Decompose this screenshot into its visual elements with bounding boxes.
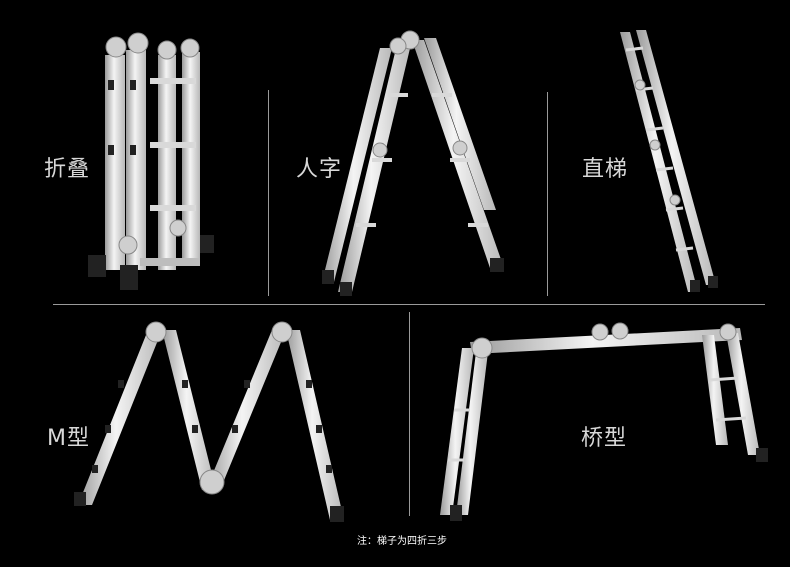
bridge-ladder-image bbox=[440, 322, 768, 521]
label-m-shape: M型 bbox=[47, 426, 90, 451]
footnote: 注：梯子为四折三步 bbox=[357, 536, 447, 547]
straight-ladder-image bbox=[620, 30, 718, 292]
divider-horizontal bbox=[53, 304, 765, 305]
divider-vertical-3 bbox=[409, 312, 410, 516]
label-bridge: 桥型 bbox=[581, 426, 628, 451]
label-folded: 折叠 bbox=[44, 157, 91, 182]
a-frame-ladder-image bbox=[322, 30, 504, 296]
folded-ladder-image bbox=[88, 32, 214, 290]
label-straight: 直梯 bbox=[582, 157, 629, 182]
label-a-frame: 人字 bbox=[296, 157, 343, 182]
divider-vertical-2 bbox=[547, 92, 548, 296]
m-shape-ladder-image bbox=[74, 321, 344, 522]
divider-vertical-1 bbox=[268, 90, 269, 296]
